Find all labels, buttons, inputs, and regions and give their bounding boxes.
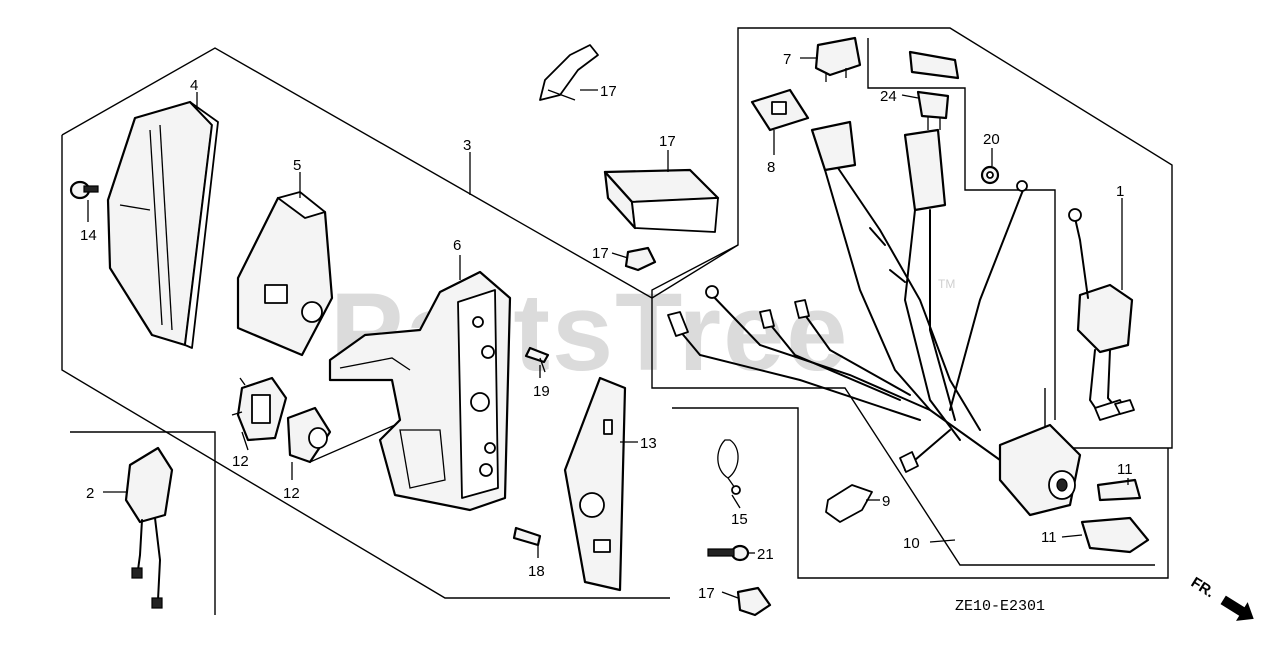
part-12-switch (231, 376, 288, 442)
callout-5: 5 (293, 157, 301, 174)
callout-24: 24 (880, 88, 897, 105)
callout-10: 10 (903, 535, 920, 552)
callout-11-lower: 11 (1041, 529, 1057, 546)
part-21-screw (524, 346, 550, 373)
callout-15: 14 (80, 227, 97, 244)
part-10-ignition-switch (998, 423, 1082, 517)
callout-13: 12 (283, 485, 300, 502)
part-9-band (825, 484, 873, 523)
callout-17-lower: 17 (698, 585, 715, 602)
part-8-connector (750, 88, 810, 132)
callout-22: 20 (983, 131, 1000, 148)
callout-23: 21 (757, 546, 774, 563)
callout-21: 19 (533, 383, 550, 400)
callout-2: 2 (86, 485, 94, 502)
callout-12: 12 (232, 453, 249, 470)
part-4-cover (106, 100, 219, 349)
callout-14: 13 (640, 435, 657, 452)
part-15-screw (69, 180, 99, 200)
part-2-regulator (124, 446, 174, 609)
part-20-screw (512, 526, 542, 547)
part-23-bolt (707, 544, 750, 562)
part-19-foam (603, 168, 720, 233)
watermark-tm: TM (938, 277, 955, 291)
callout-17-upper: 17 (592, 245, 609, 262)
part-24-fuse (908, 50, 960, 130)
part-16-clip (717, 439, 741, 495)
part-18-clip (539, 44, 599, 101)
part-10-harness (667, 120, 1028, 473)
part-7-relay (814, 36, 862, 82)
diagram-code: ZE10-E2301 (955, 598, 1045, 615)
callout-8: 8 (767, 159, 775, 176)
callout-3: 3 (463, 137, 471, 154)
part-14-plate (563, 376, 627, 592)
part-5-bracket (236, 191, 334, 357)
part-17-clamp-lower (736, 586, 772, 617)
callout-18: 17 (600, 83, 617, 100)
callout-9: 9 (882, 493, 890, 510)
callout-7: 7 (783, 51, 791, 68)
part-11-keys (1080, 478, 1150, 554)
part-22-nut (980, 165, 1000, 185)
callout-19: 17 (659, 133, 676, 150)
callout-1: 1 (1116, 183, 1124, 200)
callout-11-upper: 11 (1117, 461, 1133, 478)
frame-lines (61, 27, 1173, 615)
arrow-right-icon (1220, 595, 1254, 621)
callout-4: 4 (190, 77, 198, 94)
direction-label: FR. (1188, 574, 1218, 601)
callout-6: 6 (453, 237, 461, 254)
part-6-control-panel (328, 270, 512, 512)
part-17-clamp-upper (624, 246, 657, 272)
callouts: 4 14 5 6 3 7 8 24 20 1 2 17 17 17 19 13 … (80, 51, 1133, 602)
part-13-knob (286, 406, 396, 464)
leader-lines (87, 57, 1129, 599)
part-1-unit (1068, 208, 1135, 421)
front-direction-indicator: FR. (1188, 574, 1254, 621)
callout-16: 15 (731, 511, 748, 528)
callout-20: 18 (528, 563, 545, 580)
